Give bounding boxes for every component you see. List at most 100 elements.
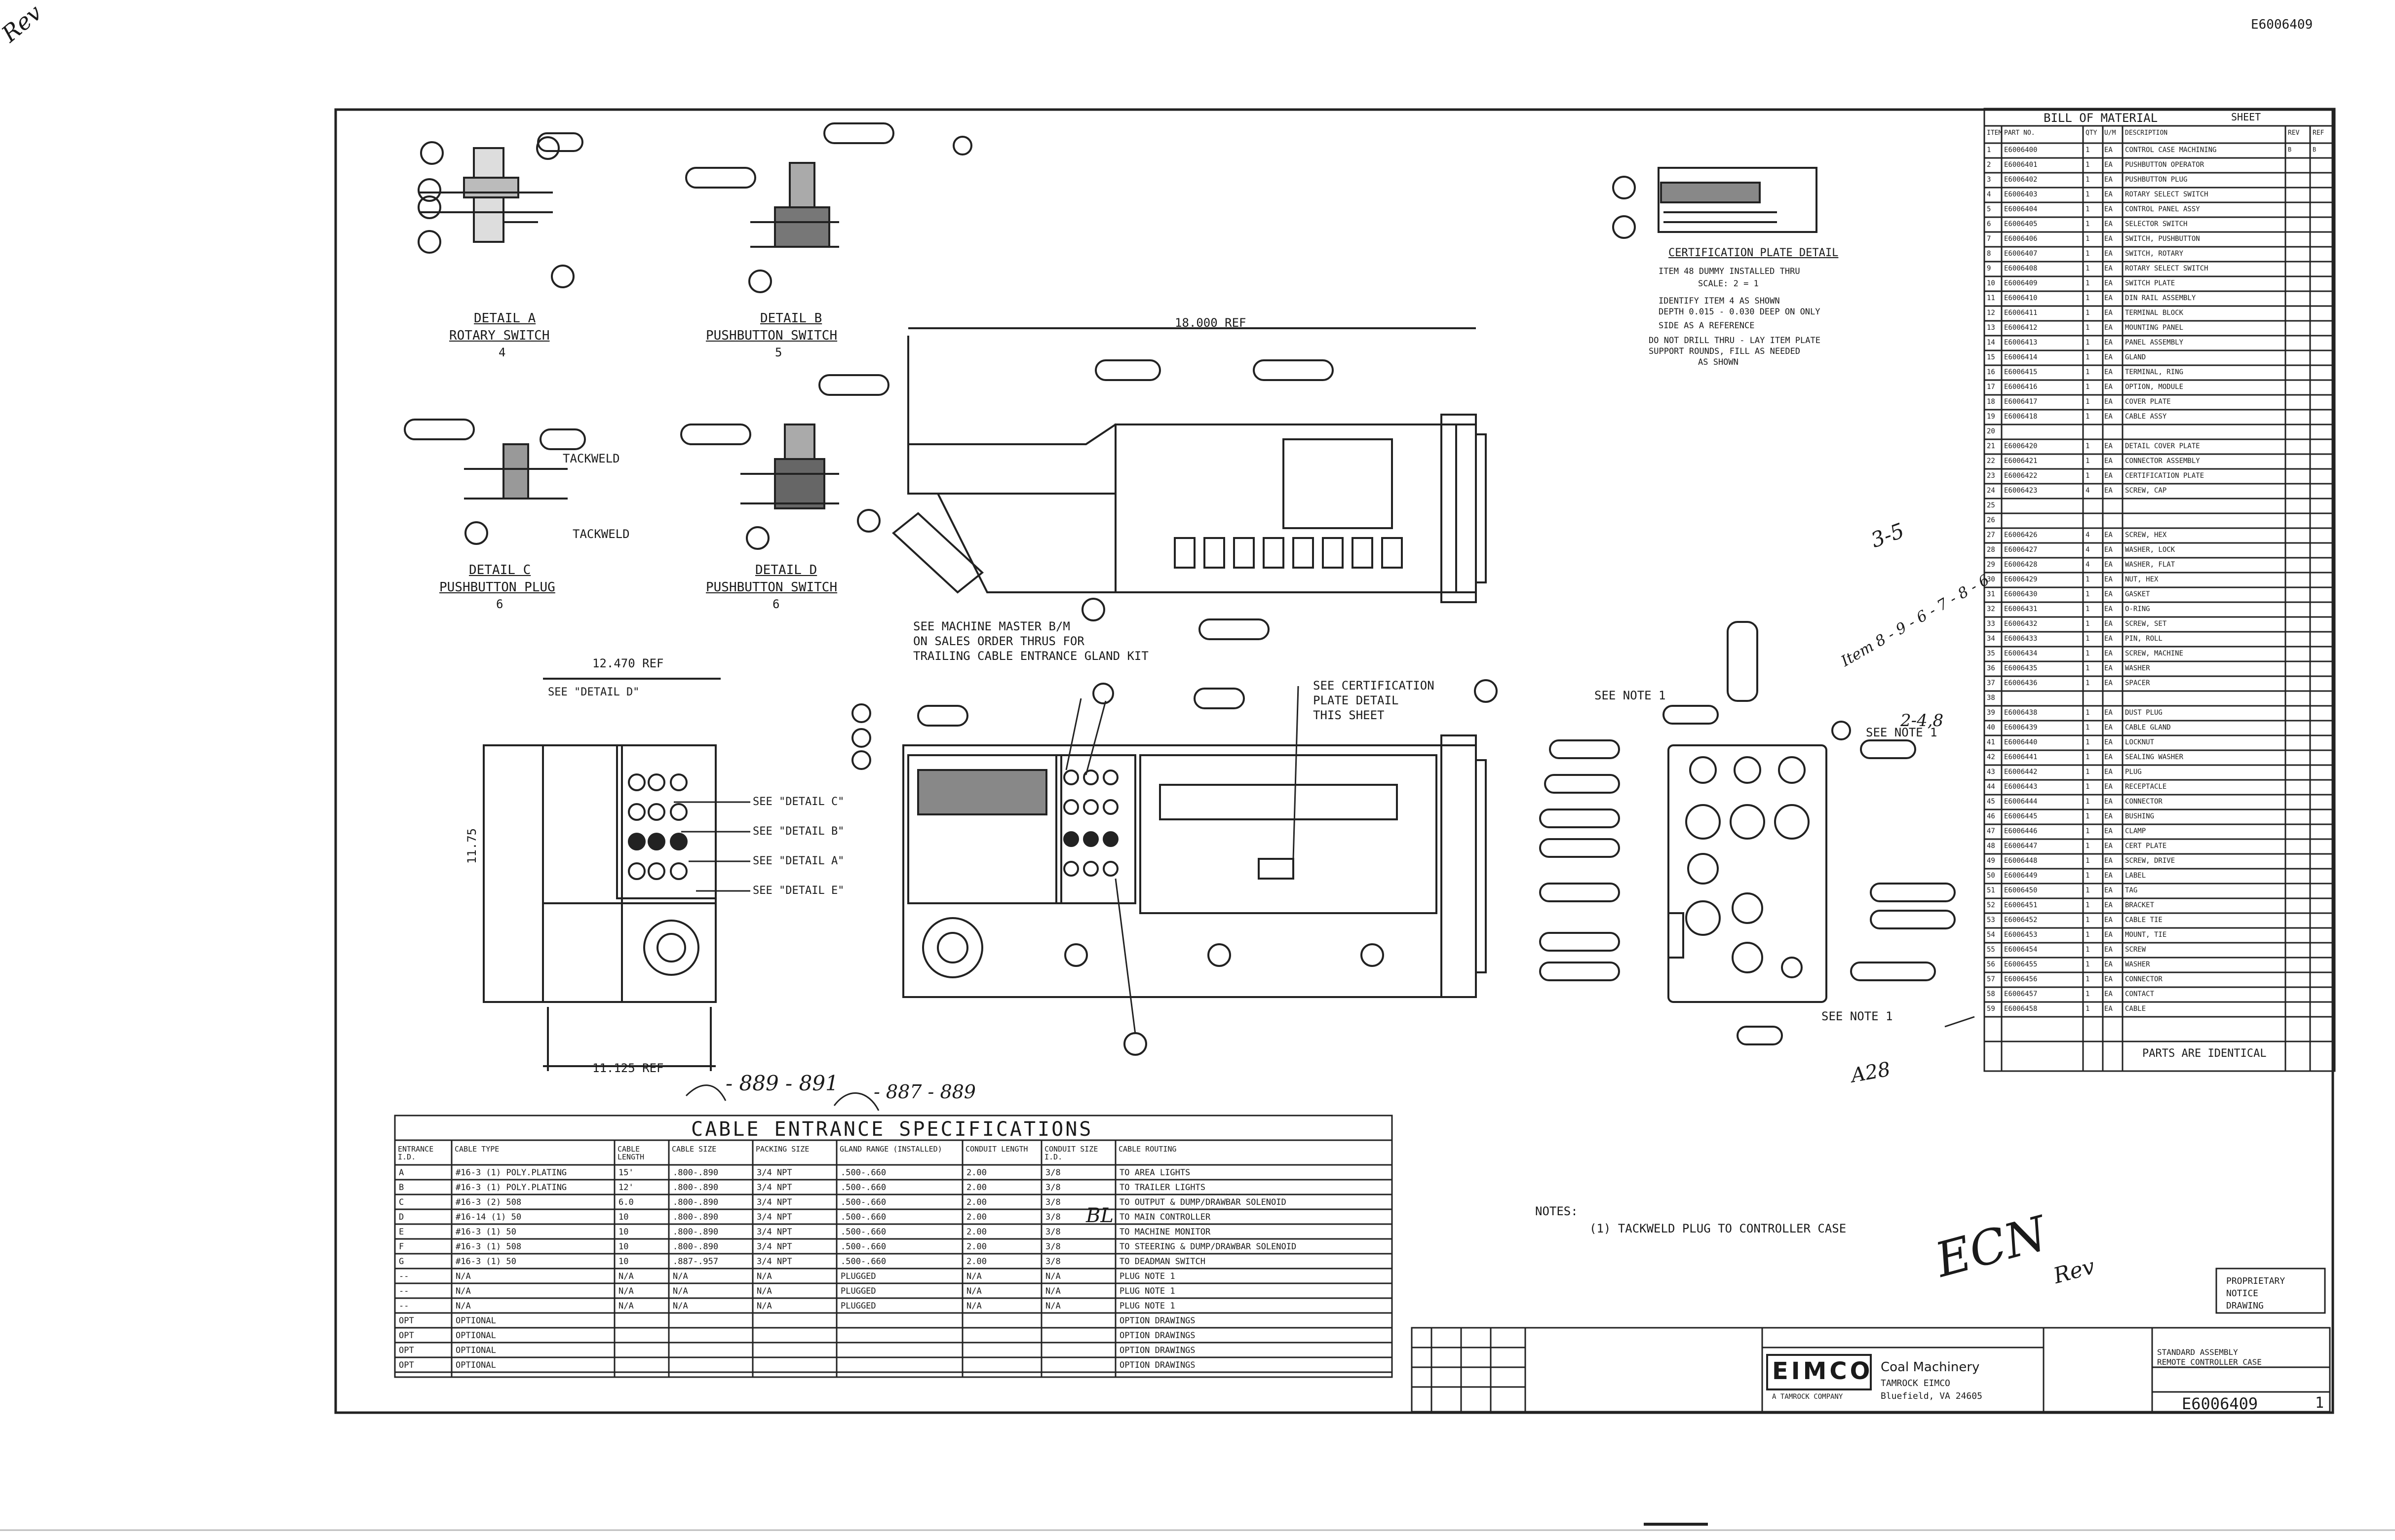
detail-b-drawing xyxy=(685,122,972,293)
bom-cell: E6006430 xyxy=(2004,590,2038,598)
document-number: E6006409 xyxy=(2251,17,2313,32)
bom-cell: 1 xyxy=(2086,768,2090,776)
cable-cell: 3/8 xyxy=(1045,1212,1061,1222)
detail-a-drawing xyxy=(418,132,583,288)
see-machine-line-3: TRAILING CABLE ENTRANCE GLAND KIT xyxy=(913,649,1149,663)
bom-cell: 1 xyxy=(2086,872,2090,880)
cable-cell: .500-.660 xyxy=(841,1212,887,1222)
bom-cell: DETAIL COVER PLATE xyxy=(2125,442,2200,450)
bom-cell: 51 xyxy=(1987,886,1995,894)
bom-cell: EA xyxy=(2104,368,2113,376)
bom-cell: CONNECTOR xyxy=(2125,975,2163,983)
bom-cell: E6006450 xyxy=(2004,886,2038,894)
proprietary-stamp-1: PROPRIETARY xyxy=(2226,1276,2285,1286)
bom-cell: MOUNTING PANEL xyxy=(2125,324,2184,332)
bom-cell: 3 xyxy=(1987,176,1991,184)
bom-cell: 1 xyxy=(2086,990,2090,998)
detail-a-item: 4 xyxy=(499,346,506,359)
cable-header-cell: GLAND RANGE (INSTALLED) xyxy=(840,1145,942,1154)
bom-cell: 34 xyxy=(1987,635,1995,643)
bom-cell: COVER PLATE xyxy=(2125,398,2171,406)
bom-cell: 18 xyxy=(1987,398,1995,406)
front-view-buttons xyxy=(1063,770,1119,877)
bom-cell: GASKET xyxy=(2125,590,2150,598)
bom-cell: ROTARY SELECT SWITCH xyxy=(2125,265,2208,272)
bom-cell: MOUNT, TIE xyxy=(2125,931,2167,939)
bom-cell: CONTROL PANEL ASSY xyxy=(2125,205,2200,213)
bom-cell: E6006403 xyxy=(2004,191,2038,198)
bom-sheet-label: SHEET xyxy=(2231,111,2261,123)
bom-cell: 4 xyxy=(1987,191,1991,198)
drawing-title-line-2: REMOTE CONTROLLER CASE xyxy=(2157,1357,2262,1367)
bom-cell: TERMINAL BLOCK xyxy=(2125,309,2184,317)
bom-cell: PANEL ASSEMBLY xyxy=(2125,339,2184,346)
detail-a-subtitle: ROTARY SWITCH xyxy=(449,328,550,343)
bom-cell: 52 xyxy=(1987,901,1995,909)
see-detail-b-callout: SEE "DETAIL B" xyxy=(753,825,845,838)
bom-cell: E6006408 xyxy=(2004,265,2038,272)
cable-cell: N/A xyxy=(456,1301,471,1311)
see-note-1-callout-right: SEE NOTE 1 xyxy=(1866,726,1937,739)
bom-cell: E6006401 xyxy=(2004,161,2038,169)
bom-cell: 31 xyxy=(1987,590,1995,598)
see-detail-d-callout: SEE "DETAIL D" xyxy=(548,686,640,698)
bom-cell: E6006411 xyxy=(2004,309,2038,317)
bom-cell: E6006407 xyxy=(2004,250,2038,258)
bom-cell: 1 xyxy=(2086,205,2090,213)
bom-cell: EA xyxy=(2104,472,2113,480)
bom-cell: EA xyxy=(2104,294,2113,302)
bom-cell: LOCKNUT xyxy=(2125,738,2155,746)
bom-cell: E6006429 xyxy=(2004,576,2038,583)
cable-cell: .500-.660 xyxy=(841,1197,887,1207)
bom-cell: 1 xyxy=(2086,961,2090,968)
bom-header-cell: QTY xyxy=(2086,129,2097,137)
bom-cell: 1 xyxy=(2086,679,2090,687)
bom-cell: 14 xyxy=(1987,339,1995,346)
bom-cell: E6006415 xyxy=(2004,368,2038,376)
cable-cell: E xyxy=(399,1227,404,1237)
bom-cell: 1 xyxy=(2086,191,2090,198)
bom-cell: EA xyxy=(2104,309,2113,317)
bom-cell: EA xyxy=(2104,783,2113,791)
bom-cell: SCREW, DRIVE xyxy=(2125,857,2175,865)
bom-cell: 11 xyxy=(1987,294,1995,302)
bom-cell: SWITCH, ROTARY xyxy=(2125,250,2184,258)
bom-cell: 43 xyxy=(1987,768,1995,776)
bom-cell: E6006414 xyxy=(2004,353,2038,361)
bom-cell: EA xyxy=(2104,146,2113,154)
bom-cell: SELECTOR SWITCH xyxy=(2125,220,2188,228)
bom-cell: E6006452 xyxy=(2004,916,2038,924)
handwritten-note-1: - 889 - 891 xyxy=(726,1071,839,1095)
bom-cell: 22 xyxy=(1987,457,1995,465)
bom-cell: 59 xyxy=(1987,1005,1995,1013)
bom-cell: EA xyxy=(2104,457,2113,465)
bom-cell: 35 xyxy=(1987,650,1995,657)
drawing-title-line-1: STANDARD ASSEMBLY xyxy=(2157,1348,2238,1357)
bom-cell: 15 xyxy=(1987,353,1995,361)
bom-cell: E6006454 xyxy=(2004,946,2038,954)
see-note-1-callout: SEE NOTE 1 xyxy=(1594,689,1666,702)
cable-cell: OPT xyxy=(399,1331,414,1341)
bom-cell: CONTROL CASE MACHINING xyxy=(2125,146,2217,154)
cable-cell: .800-.890 xyxy=(673,1227,719,1237)
bom-footer: PARTS ARE IDENTICAL xyxy=(2142,1047,2267,1060)
cable-cell: 6.0 xyxy=(618,1197,634,1207)
bom-cell: 1 xyxy=(2086,265,2090,272)
bom-cell: 24 xyxy=(1987,487,1995,495)
bom-cell: 1 xyxy=(2086,250,2090,258)
bom-cell: 1 xyxy=(2086,576,2090,583)
cable-cell: 3/8 xyxy=(1045,1227,1061,1237)
bom-cell: 1 xyxy=(2086,709,2090,717)
bom-cell: E6006416 xyxy=(2004,383,2038,391)
cable-cell: TO AREA LIGHTS xyxy=(1120,1168,1191,1178)
bom-cell: 2 xyxy=(1987,161,1991,169)
bom-cell: 28 xyxy=(1987,546,1995,554)
bom-cell: ROTARY SELECT SWITCH xyxy=(2125,191,2208,198)
division-line-1: Coal Machinery xyxy=(1881,1360,1980,1375)
bom-cell: 1 xyxy=(1987,146,1991,154)
detail-c-item: 6 xyxy=(496,597,503,611)
bom-cell: EA xyxy=(2104,753,2113,761)
bom-cell: 1 xyxy=(2086,724,2090,732)
bom-cell: PIN, ROLL xyxy=(2125,635,2163,643)
